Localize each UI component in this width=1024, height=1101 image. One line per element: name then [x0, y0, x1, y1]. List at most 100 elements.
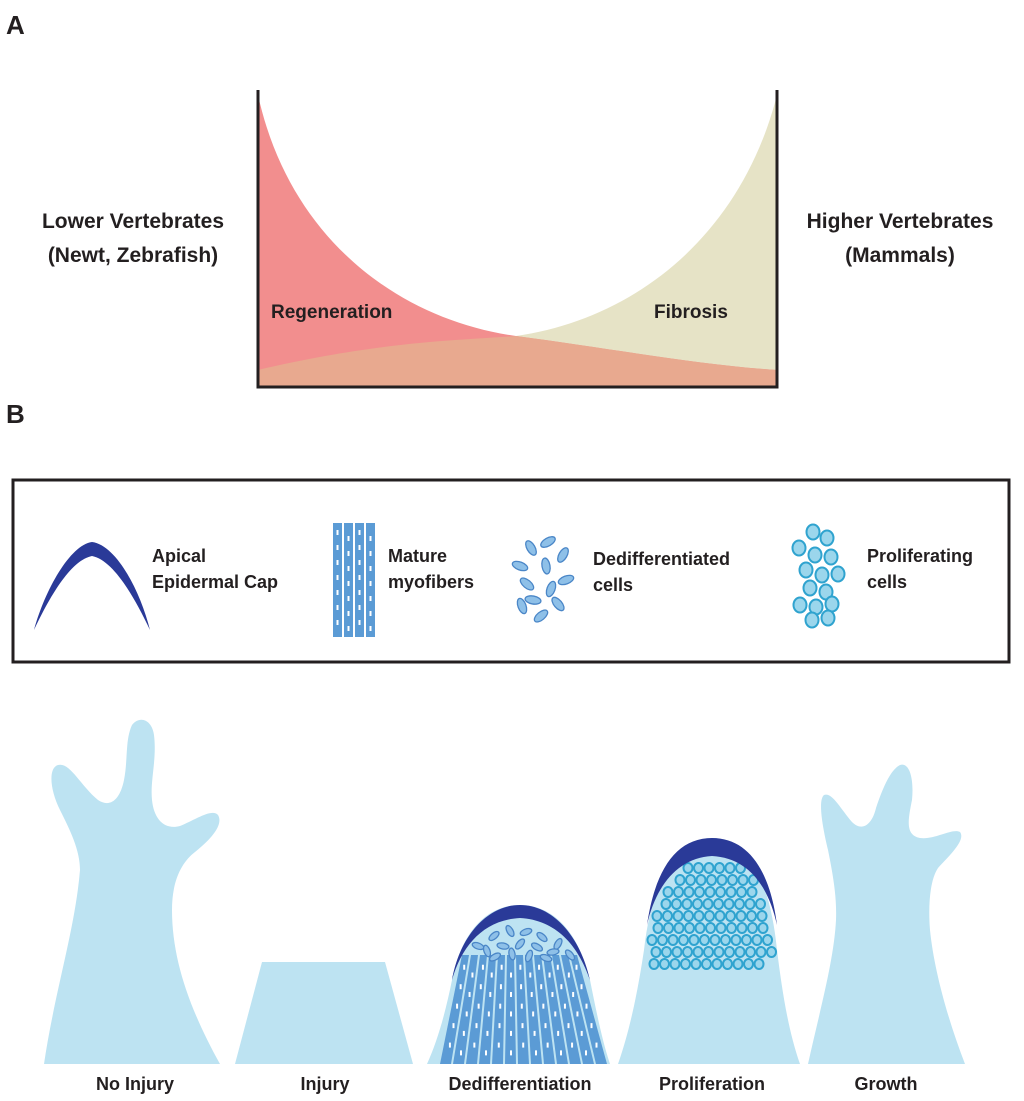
myofiber: [479, 955, 496, 1064]
myofiber: [525, 955, 542, 1064]
myofiber-nucleus: [468, 991, 471, 997]
myofiber-nucleus: [452, 1023, 455, 1029]
myofiber-nucleus: [498, 1023, 501, 1029]
proliferating-cell: [723, 898, 735, 910]
myofiber-nucleus: [347, 611, 350, 616]
dedifferentiated-cell: [519, 577, 535, 591]
myofiber-nucleus: [554, 1011, 557, 1017]
dedifferentiated-cell: [551, 596, 565, 612]
myofiber-nucleus: [585, 1050, 587, 1056]
myofiber-nucleus: [580, 984, 583, 990]
proliferating-cell: [737, 874, 749, 886]
myofiber-nucleus: [358, 575, 361, 580]
proliferating-cell: [730, 934, 742, 946]
proliferating-cell: [673, 886, 684, 898]
myofiber-nucleus: [499, 984, 502, 990]
myofiber: [466, 955, 487, 1064]
myofiber-nucleus: [529, 972, 532, 978]
stage-label-injury: Injury: [300, 1074, 349, 1094]
stage-label-growth: Growth: [855, 1074, 918, 1094]
proliferating-cell: [694, 922, 706, 934]
myofiber-nucleus: [530, 991, 533, 997]
proliferating-cell: [706, 874, 717, 886]
proliferating-cell: [688, 934, 700, 946]
myofiber-nucleus: [336, 530, 339, 535]
proliferating-cell: [725, 886, 737, 898]
proliferating-cell: [746, 910, 757, 922]
dedifferentiated-cell: [516, 597, 528, 615]
myofiber-icon: [333, 523, 375, 637]
myofiber-nucleus: [369, 596, 372, 601]
proliferating-cell: [792, 596, 808, 614]
proliferating-cell: [692, 946, 704, 958]
proliferating-cell: [669, 958, 681, 970]
proliferating-cell: [757, 922, 769, 934]
proliferating-cell: [692, 898, 703, 910]
proliferating-cell: [798, 561, 814, 579]
stage-label-no-injury: No Injury: [96, 1074, 174, 1094]
myofiber-nucleus: [567, 1023, 570, 1029]
myofiber: [534, 955, 555, 1064]
proliferating-cell: [657, 934, 668, 946]
proliferating-cell: [802, 579, 818, 597]
dedifferentiated-cell: [540, 536, 556, 548]
myofiber-nucleus: [532, 1011, 535, 1017]
myofiber-nucleus: [473, 1042, 476, 1048]
proliferating-cell: [724, 862, 736, 874]
myofiber-nucleus: [510, 1011, 512, 1017]
proliferating-cell: [715, 886, 726, 898]
myofiber-nucleus: [510, 991, 512, 997]
dedifferentiated-cell: [524, 595, 542, 605]
proliferating-cell: [805, 523, 821, 541]
dedifferentiated-cell: [539, 953, 553, 963]
myofiber: [543, 955, 568, 1064]
dedifferentiated-cell: [488, 930, 500, 942]
myofiber-nucleus: [533, 1030, 536, 1036]
myofiber-nucleus: [358, 545, 361, 550]
myofiber-nucleus: [575, 964, 578, 970]
myofiber-nucleus: [347, 536, 350, 541]
proliferating-cell: [711, 958, 723, 970]
myofiber-nucleus: [347, 596, 350, 601]
proliferating-cell: [672, 910, 684, 922]
proliferating-cell: [724, 946, 735, 958]
proliferating-cell: [736, 922, 748, 934]
myofiber-nucleus: [463, 964, 466, 970]
proliferating-cell: [652, 922, 664, 934]
proliferating-cell: [751, 934, 763, 946]
myofiber: [552, 955, 581, 1064]
proliferating-cell: [650, 946, 662, 958]
myofiber-nucleus: [535, 1050, 537, 1056]
myofiber: [561, 955, 594, 1064]
proliferating-cell: [743, 958, 754, 970]
myofiber-nucleus: [510, 1030, 512, 1036]
myofiber-nucleus: [548, 972, 551, 978]
proliferating-cell: [725, 910, 736, 922]
left-label-line2: (Newt, Zebrafish): [48, 244, 218, 267]
stage-label-dedifferentiation: Dedifferentiation: [448, 1074, 591, 1094]
myofiber-nucleus: [510, 1050, 512, 1056]
proliferating-cell: [814, 566, 830, 584]
myofiber-nucleus: [358, 530, 361, 535]
proliferating-cell: [824, 595, 840, 613]
proliferating-cell: [732, 958, 744, 970]
dedifferentiated-cell: [505, 924, 515, 938]
myofiber-nucleus: [563, 1003, 566, 1009]
proliferating-cell: [648, 958, 660, 970]
dedifferentiated-cell: [564, 949, 576, 961]
dedifferentiated-cell: [488, 952, 502, 962]
myofiber-nucleus: [556, 964, 559, 970]
proliferating-cells-icon: [791, 523, 846, 629]
myofiber-nucleus: [567, 972, 570, 978]
myofiber-nucleus: [522, 1042, 525, 1048]
myofiber-nucleus: [571, 1042, 574, 1048]
myofiber-nucleus: [456, 1003, 459, 1009]
apical-cap-proliferation: [647, 838, 777, 925]
left-label-line1: Lower Vertebrates: [42, 210, 224, 233]
limb-growth: [808, 764, 965, 1064]
proliferating-cell: [673, 922, 685, 934]
myofiber-nucleus: [369, 566, 372, 571]
myofiber-nucleus: [560, 1050, 562, 1056]
myofiber-nucleus: [481, 964, 484, 970]
plot-axes: [256, 90, 779, 389]
